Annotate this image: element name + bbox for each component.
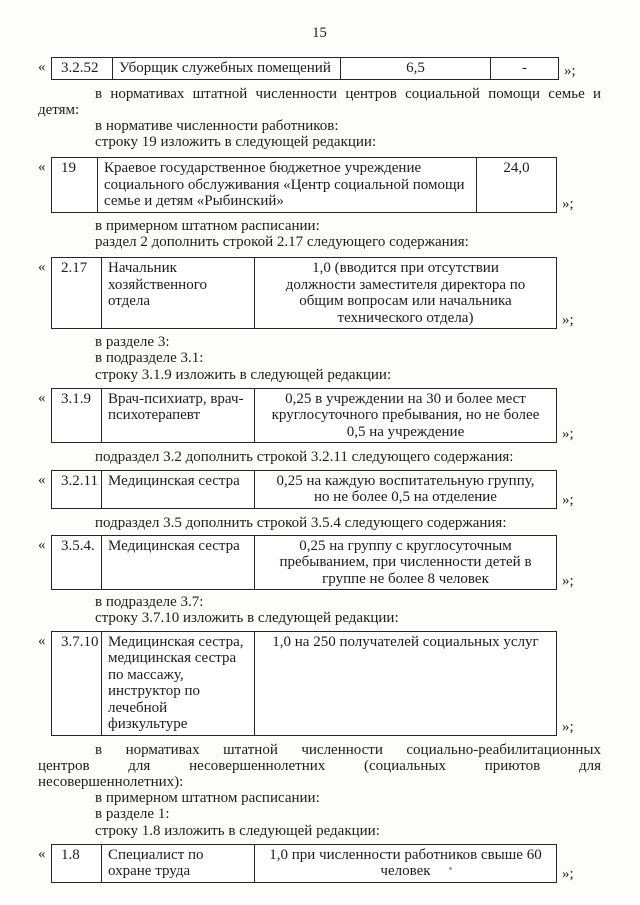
position-title-cell: Специалист по охране труда xyxy=(101,843,255,883)
paragraph-staff-schedule: в примерном штатном расписании: xyxy=(95,217,320,234)
norm-value-cell: 1,0 на 250 получателей социальных услуг xyxy=(254,630,557,736)
paragraph-section2-add: раздел 2 дополнить строкой 2.17 следующе… xyxy=(95,234,469,251)
norm-value-cell: 24,0 xyxy=(476,157,557,213)
paragraph-staff-schedule-2: в примерном штатном расписании: xyxy=(95,790,320,807)
position-title-cell: Уборщик служебных помещений xyxy=(112,57,341,80)
row-index-cell: 3.7.10 xyxy=(51,630,102,736)
position-title-cell: Начальник хозяйственного отдела xyxy=(101,257,255,330)
table-row: 1.8 Специалист по охране труда 1,0 при ч… xyxy=(51,843,557,883)
close-quote-mark: »; xyxy=(562,718,574,735)
norm-value-cell: 0,25 на каждую воспитательную группу, но… xyxy=(254,469,557,509)
position-title-cell: Врач-психиатр, врач-психотерапевт xyxy=(101,387,255,444)
norm-value-cell: 0,25 на группу с круглосуточным пребыван… xyxy=(254,534,557,591)
close-quote-mark: »; xyxy=(562,426,574,443)
open-quote-mark: « xyxy=(38,471,46,488)
institution-name-cell: Краевое государственное бюджетное учрежд… xyxy=(97,157,477,213)
open-quote-mark: « xyxy=(38,259,46,276)
table-row: 19 Краевое государственное бюджетное учр… xyxy=(51,157,557,213)
staffing-table-3-1-9: 3.1.9 Врач-психиатр, врач-психотерапевт … xyxy=(51,387,557,444)
paragraph-line3710-edit: строку 3.7.10 изложить в следующей редак… xyxy=(95,610,399,627)
page-number: 15 xyxy=(312,25,327,41)
paragraph-subsection35-add: подраздел 3.5 дополнить строкой 3.5.4 сл… xyxy=(95,514,507,531)
table-row: 3.7.10 Медицинская сестра, медицинская с… xyxy=(51,630,557,736)
position-title-cell: Медицинская сестра xyxy=(101,534,255,591)
paragraph-rehab-centers: в нормативах штатной численности социаль… xyxy=(38,741,601,791)
open-quote-mark: « xyxy=(38,389,46,406)
amendment-block-3-2-11: « 3.2.11 Медицинская сестра 0,25 на кажд… xyxy=(38,469,601,509)
close-quote-mark: »; xyxy=(562,195,574,212)
staffing-table-3-5-4: 3.5.4. Медицинская сестра 0,25 на группу… xyxy=(51,534,557,591)
scan-artifact-dot xyxy=(449,867,452,870)
row-index-cell: 3.1.9 xyxy=(51,387,102,444)
row-index-cell: 3.2.52 xyxy=(51,57,113,80)
row-index-cell: 3.2.11 xyxy=(51,469,102,509)
norm-extra-cell: - xyxy=(490,57,559,80)
amendment-block-3-2-52: « 3.2.52 Уборщик служебных помещений 6,5… xyxy=(38,57,601,80)
paragraph-subsection32-add: подраздел 3.2 дополнить строкой 3.2.11 с… xyxy=(95,449,514,466)
open-quote-mark: « xyxy=(38,159,46,176)
amendment-block-19: « 19 Краевое государственное бюджетное у… xyxy=(38,157,601,213)
paragraph-line319-edit: строку 3.1.9 изложить в следующей редакц… xyxy=(95,366,392,383)
close-quote-mark: »; xyxy=(562,573,574,590)
norm-value-cell: 1,0 при численности работников свыше 60 … xyxy=(254,843,557,883)
paragraph-subsection37: в подразделе 3.7: xyxy=(95,594,204,611)
staffing-table-3-2-52: 3.2.52 Уборщик служебных помещений 6,5 - xyxy=(51,57,559,80)
open-quote-mark: « xyxy=(38,536,46,553)
amendment-block-3-7-10: « 3.7.10 Медицинская сестра, медицинская… xyxy=(38,630,601,736)
table-row: 3.2.52 Уборщик служебных помещений 6,5 - xyxy=(51,57,559,80)
close-quote-mark: »; xyxy=(562,312,574,329)
paragraph-line18-edit: строку 1.8 изложить в следующей редакции… xyxy=(95,822,380,839)
staffing-table-19: 19 Краевое государственное бюджетное учр… xyxy=(51,157,557,213)
table-row: 2.17 Начальник хозяйственного отдела 1,0… xyxy=(51,257,557,330)
open-quote-mark: « xyxy=(38,59,46,75)
paragraph-line19-edit: строку 19 изложить в следующей редакции: xyxy=(95,134,377,151)
position-title-cell: Медицинская сестра xyxy=(101,469,255,509)
amendment-block-1-8: « 1.8 Специалист по охране труда 1,0 при… xyxy=(38,843,601,883)
open-quote-mark: « xyxy=(38,845,46,862)
paragraph-norm-centers: в нормативах штатной численности центров… xyxy=(38,85,601,118)
paragraph-section3: в разделе 3: xyxy=(95,334,170,351)
table-row: 3.5.4. Медицинская сестра 0,25 на группу… xyxy=(51,534,557,591)
close-quote-mark: »; xyxy=(562,865,574,882)
norm-value-cell: 6,5 xyxy=(340,57,491,80)
staffing-table-3-7-10: 3.7.10 Медицинская сестра, медицинская с… xyxy=(51,630,557,736)
close-quote-mark: »; xyxy=(564,62,576,79)
paragraph-section1: в разделе 1: xyxy=(95,806,170,823)
row-index-cell: 19 xyxy=(51,157,98,213)
staffing-table-1-8: 1.8 Специалист по охране труда 1,0 при ч… xyxy=(51,843,557,883)
amendment-block-3-1-9: « 3.1.9 Врач-психиатр, врач-психотерапев… xyxy=(38,387,601,444)
norm-value-cell: 0,25 в учреждении на 30 и более мест кру… xyxy=(254,387,557,444)
row-index-cell: 1.8 xyxy=(51,843,102,883)
row-index-cell: 2.17 xyxy=(51,257,102,330)
close-quote-mark: »; xyxy=(562,491,574,508)
amendment-block-3-5-4: « 3.5.4. Медицинская сестра 0,25 на груп… xyxy=(38,534,601,591)
paragraph-worker-norm: в нормативе численности работников: xyxy=(95,117,339,134)
norm-value-cell: 1,0 (вводится при отсутствии должности з… xyxy=(254,257,557,330)
open-quote-mark: « xyxy=(38,632,46,649)
paragraph-subsection31: в подразделе 3.1: xyxy=(95,350,204,367)
row-index-cell: 3.5.4. xyxy=(51,534,102,591)
amendment-block-2-17: « 2.17 Начальник хозяйственного отдела 1… xyxy=(38,257,601,330)
table-row: 3.1.9 Врач-психиатр, врач-психотерапевт … xyxy=(51,387,557,444)
position-title-cell: Медицинская сестра, медицинская сестра п… xyxy=(101,630,255,736)
staffing-table-2-17: 2.17 Начальник хозяйственного отдела 1,0… xyxy=(51,257,557,330)
staffing-table-3-2-11: 3.2.11 Медицинская сестра 0,25 на каждую… xyxy=(51,469,557,509)
table-row: 3.2.11 Медицинская сестра 0,25 на каждую… xyxy=(51,469,557,509)
